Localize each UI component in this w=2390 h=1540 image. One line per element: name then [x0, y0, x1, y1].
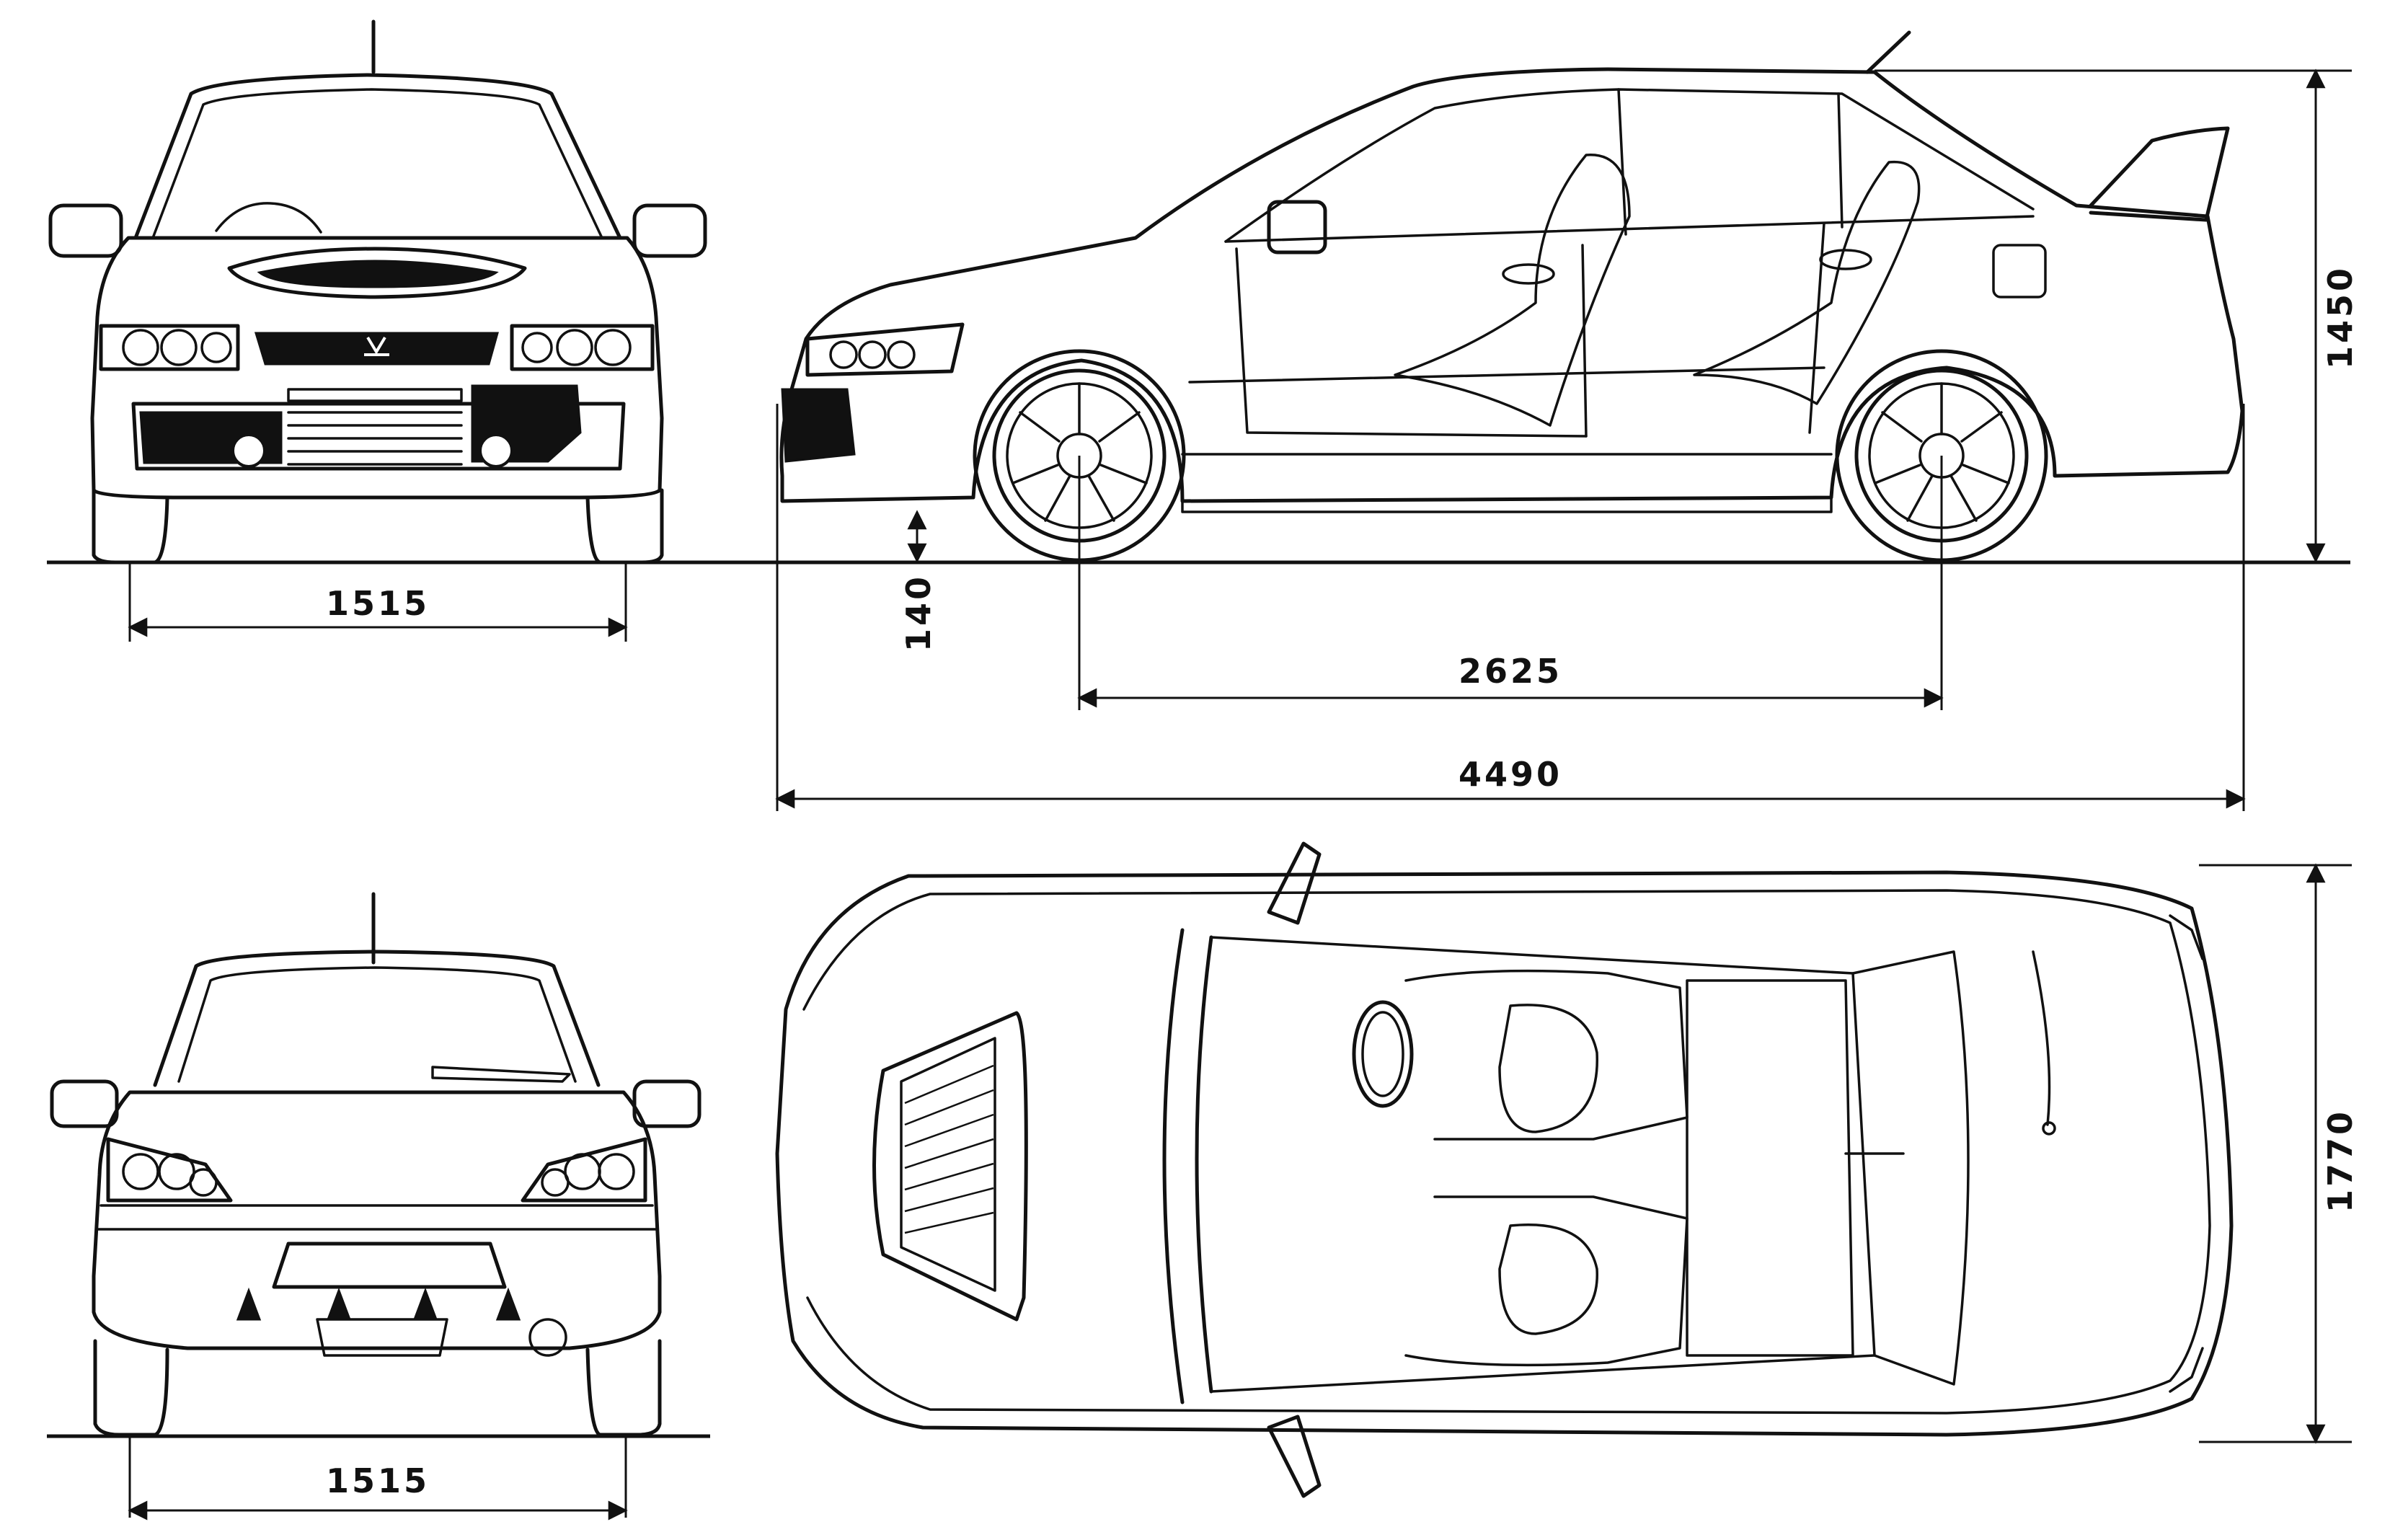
dim-overall-width: 1770	[2199, 863, 2360, 1444]
front-track-label: 1515	[326, 584, 430, 623]
rear-view	[50, 892, 701, 1437]
ground-clearance-label: 140	[899, 574, 938, 652]
dim-ground-clearance: 140	[899, 510, 938, 652]
overall-height-label: 1450	[2321, 265, 2360, 369]
overall-width-label: 1770	[2321, 1109, 2360, 1213]
side-view	[779, 30, 2244, 562]
dim-overall-height: 1450	[1875, 68, 2360, 563]
dim-wheelbase: 2625	[1077, 456, 1944, 710]
dim-front-track: 1515	[128, 562, 628, 642]
top-view	[775, 841, 2234, 1498]
overall-length-label: 4490	[1459, 755, 1562, 794]
dim-rear-track: 1515	[128, 1436, 628, 1521]
rear-track-label: 1515	[326, 1461, 430, 1500]
wheelbase-label: 2625	[1459, 652, 1562, 691]
dim-overall-length: 4490	[775, 404, 2246, 811]
front-view	[48, 19, 707, 565]
